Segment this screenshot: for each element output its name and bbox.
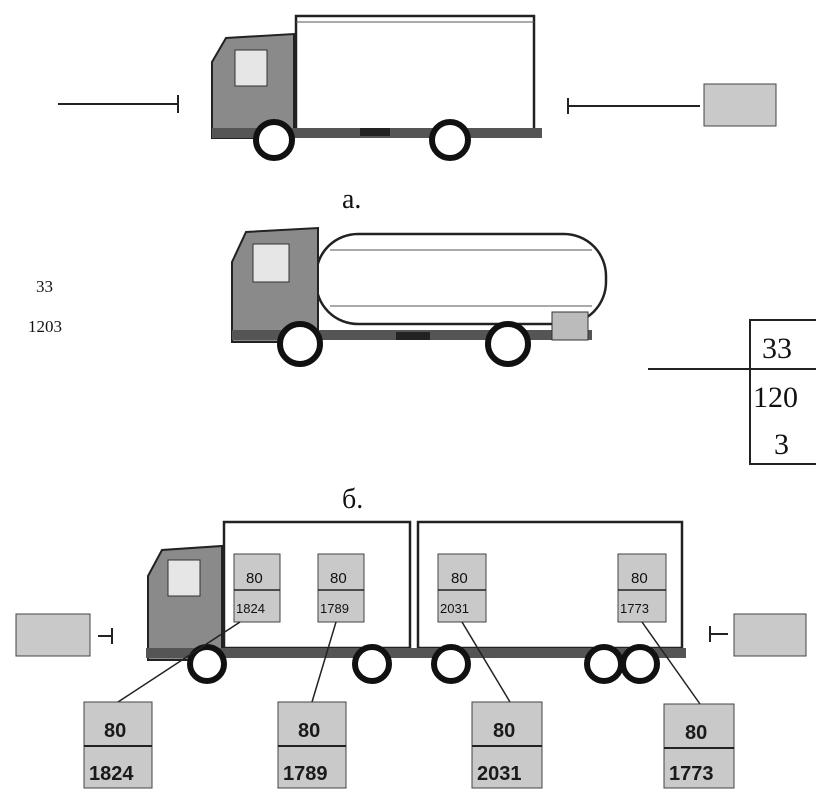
large-plate-3-top: 80 <box>493 720 515 742</box>
small-plate-2-top: 80 <box>330 570 347 587</box>
large-plate-3: 80 2031 <box>471 701 543 789</box>
small-plate-3-top: 80 <box>451 570 468 587</box>
panel-b-truck-tanker <box>231 226 608 367</box>
small-plate-2-bottom: 1789 <box>320 601 349 616</box>
small-plate-4-top: 80 <box>631 570 648 587</box>
plate-side-top: 33 <box>36 277 53 296</box>
small-plate-1-bottom: 1824 <box>236 601 265 616</box>
plate-side-bottom: 1203 <box>28 317 62 336</box>
large-plate-2-bottom: 1789 <box>283 763 328 785</box>
large-plate-4-bottom: 1773 <box>669 763 714 785</box>
large-plate-1-top: 80 <box>104 720 126 742</box>
panel-a-truck-van <box>58 14 777 161</box>
large-plate-2: 80 1789 <box>277 701 347 789</box>
large-plate-2-top: 80 <box>298 720 320 742</box>
small-plate-3: 80 2031 <box>437 553 487 623</box>
plate-big-middle: 120 <box>753 381 798 414</box>
small-plate-1-top: 80 <box>246 570 263 587</box>
caption-b: б. <box>342 484 363 515</box>
small-plate-4-bottom: 1773 <box>620 601 649 616</box>
plate-big-top: 33 <box>762 332 792 365</box>
plate-rear-a <box>703 83 777 127</box>
panel-c-road-train <box>15 520 807 684</box>
caption-a: а. <box>342 184 361 215</box>
large-plate-1-bottom: 1824 <box>89 763 134 785</box>
plate-big-bottom: 3 <box>774 428 789 461</box>
small-plate-4: 80 1773 <box>617 553 667 623</box>
small-plate-1: 80 1824 <box>233 553 281 623</box>
small-plate-3-bottom: 2031 <box>440 601 469 616</box>
large-plate-3-bottom: 2031 <box>477 763 522 785</box>
small-plate-2: 80 1789 <box>317 553 365 623</box>
large-plate-4-top: 80 <box>685 722 707 744</box>
large-plate-1: 80 1824 <box>83 701 153 789</box>
large-plate-4: 80 1773 <box>663 703 735 789</box>
